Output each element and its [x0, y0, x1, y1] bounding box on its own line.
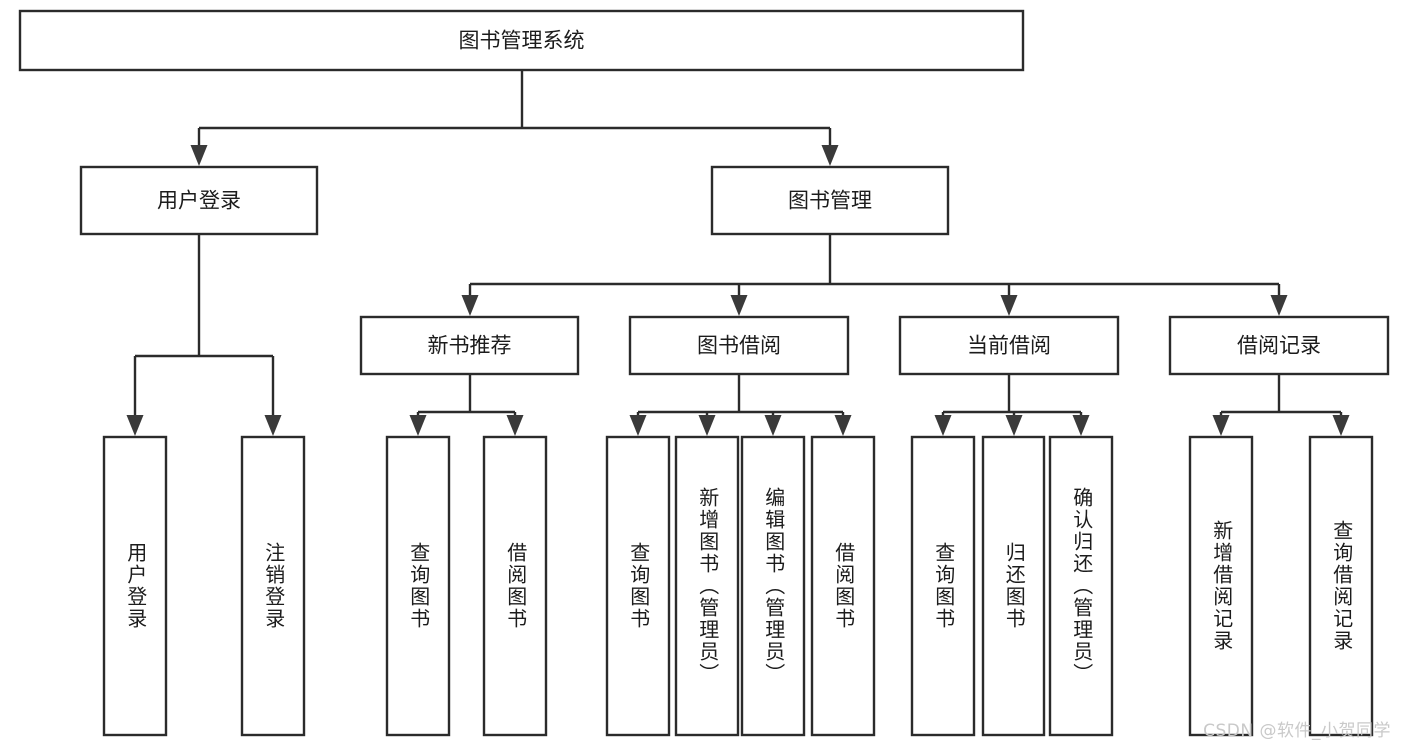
node-box[interactable]	[18, 9, 1025, 72]
node-label: 图书借阅	[697, 334, 781, 358]
arrow-head-icon	[1072, 415, 1090, 436]
arrow-head-icon	[934, 415, 952, 436]
node-box[interactable]	[1308, 435, 1374, 737]
node-root[interactable]	[18, 9, 1025, 72]
arrow-head-icon	[834, 415, 852, 436]
node-box[interactable]	[674, 435, 740, 737]
node-leaf-cur-confirm[interactable]	[1048, 435, 1114, 737]
arrow-head-icon	[629, 415, 647, 436]
node-box[interactable]	[981, 435, 1046, 737]
node-leaf-rec-add[interactable]	[1188, 435, 1254, 737]
node-box[interactable]	[359, 315, 580, 376]
arrow-head-icon	[821, 145, 839, 166]
node-box[interactable]	[385, 435, 451, 737]
node-leaf-borrow-query[interactable]	[605, 435, 671, 737]
connector-layer	[126, 70, 1350, 436]
node-user-login[interactable]	[79, 165, 319, 236]
node-book-borrow[interactable]	[628, 315, 850, 376]
node-label: 新书推荐	[428, 334, 512, 358]
node-new-book-rec[interactable]	[359, 315, 580, 376]
node-box[interactable]	[710, 165, 950, 236]
arrow-head-icon	[506, 415, 524, 436]
node-box[interactable]	[1188, 435, 1254, 737]
arrow-head-icon	[764, 415, 782, 436]
node-book-manage[interactable]	[710, 165, 950, 236]
node-box[interactable]	[740, 435, 806, 737]
node-leaf-user-logout[interactable]	[240, 435, 306, 737]
arrow-head-icon	[190, 145, 208, 166]
node-leaf-cur-query[interactable]	[910, 435, 976, 737]
node-leaf-borrow-lend[interactable]	[810, 435, 876, 737]
node-box[interactable]	[898, 315, 1120, 376]
node-leaf-borrow-edit[interactable]	[740, 435, 806, 737]
arrow-head-icon	[126, 415, 144, 436]
node-label: 用户登录	[157, 189, 241, 213]
node-box[interactable]	[1048, 435, 1114, 737]
node-label: 借阅记录	[1237, 334, 1321, 358]
node-box[interactable]	[605, 435, 671, 737]
node-current-borrow[interactable]	[898, 315, 1120, 376]
node-leaf-borrow-add[interactable]	[674, 435, 740, 737]
arrow-head-icon	[264, 415, 282, 436]
arrow-head-icon	[1270, 295, 1288, 316]
node-box[interactable]	[240, 435, 306, 737]
arrow-head-icon	[409, 415, 427, 436]
node-box[interactable]	[79, 165, 319, 236]
node-box[interactable]	[482, 435, 548, 737]
watermark-csdn: CSDN @软件_小贺同学	[1203, 721, 1391, 741]
node-label: 当前借阅	[967, 334, 1051, 358]
node-box[interactable]	[910, 435, 976, 737]
arrow-head-icon	[698, 415, 716, 436]
node-label: 图书管理	[788, 189, 872, 213]
arrow-head-icon	[1332, 415, 1350, 436]
node-leaf-rec-query[interactable]	[385, 435, 451, 737]
node-leaf-cur-return[interactable]	[981, 435, 1046, 737]
arrow-head-icon	[1005, 415, 1023, 436]
node-box[interactable]	[628, 315, 850, 376]
node-label: 图书管理系统	[459, 29, 585, 53]
node-leaf-user-login[interactable]	[102, 435, 168, 737]
arrow-head-icon	[1000, 295, 1018, 316]
box-layer	[18, 9, 1390, 737]
node-leaf-rec-borrow[interactable]	[482, 435, 548, 737]
node-borrow-record[interactable]	[1168, 315, 1390, 376]
arrow-head-icon	[1212, 415, 1230, 436]
arrow-head-icon	[461, 295, 479, 316]
node-leaf-rec-query2[interactable]	[1308, 435, 1374, 737]
arrow-head-icon	[730, 295, 748, 316]
node-box[interactable]	[1168, 315, 1390, 376]
node-box[interactable]	[102, 435, 168, 737]
node-box[interactable]	[810, 435, 876, 737]
